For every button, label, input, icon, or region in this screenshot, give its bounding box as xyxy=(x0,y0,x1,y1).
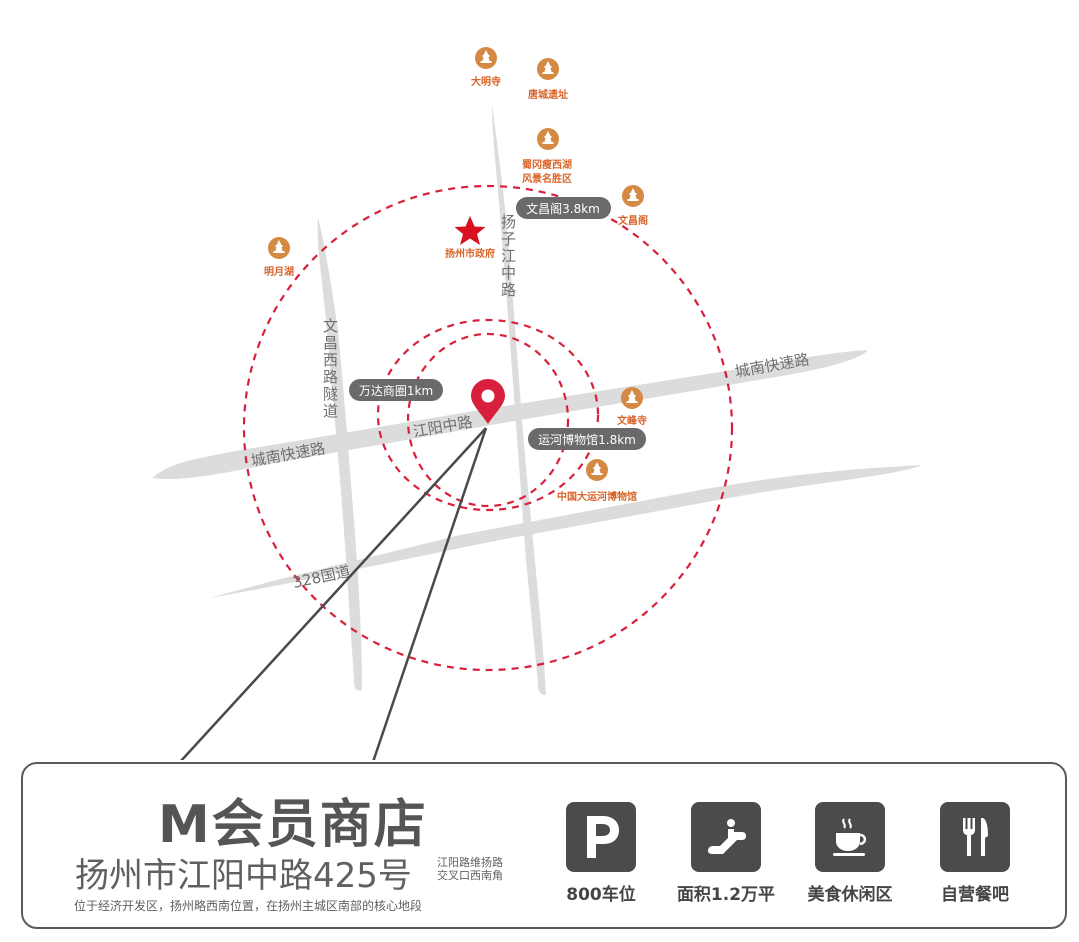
feature-label: 800车位 xyxy=(566,885,636,905)
distance-rings xyxy=(242,184,734,672)
callout-lines xyxy=(180,427,488,760)
poi-label: 明月湖 xyxy=(264,265,294,278)
poi-wenfengsi: 文峰寺 xyxy=(617,387,647,427)
pagoda-icon xyxy=(586,459,608,481)
road-network xyxy=(152,105,922,696)
callout-line-right xyxy=(372,427,488,760)
feature-label: 自营餐吧 xyxy=(941,885,1009,905)
poi-label: 大明寺 xyxy=(471,75,501,88)
road-chengnan-expressway xyxy=(152,350,868,480)
road-328-national xyxy=(210,465,922,598)
pagoda-icon xyxy=(537,128,559,150)
address-note: 江阳路维扬路 交叉口西南角 xyxy=(437,856,503,882)
road-label-jiangyang: 江阳中路 xyxy=(412,413,474,441)
ring-middle xyxy=(376,318,600,512)
utensils-icon xyxy=(940,802,1010,872)
coffee-icon xyxy=(815,802,885,872)
store-location-pin xyxy=(471,379,505,424)
ring-outer xyxy=(242,184,734,672)
pill-label: 文昌阁3.8km xyxy=(526,201,600,216)
address-note-line1: 江阳路维扬路 xyxy=(437,856,503,869)
pagoda-icon xyxy=(622,185,644,207)
feature-parking: 800车位 xyxy=(541,802,661,905)
poi-tangcheng-ruins: 唐城遗址 xyxy=(528,58,568,101)
road-label-328: 328国道 xyxy=(291,562,352,592)
poi-grand-canal-museum: 中国大运河博物馆 xyxy=(557,459,637,503)
feature-dining-leisure: 美食休闲区 xyxy=(790,802,910,905)
poi-label: 文昌阁 xyxy=(618,214,648,227)
feature-restaurant: 自营餐吧 xyxy=(915,802,1035,905)
ring-inner xyxy=(406,332,570,508)
pagoda-icon xyxy=(268,237,290,259)
government-marker: 扬州市政府 xyxy=(445,216,495,260)
poi-label: 唐城遗址 xyxy=(528,88,568,101)
poi-damingsi: 大明寺 xyxy=(471,47,501,88)
parking-icon xyxy=(566,802,636,872)
distance-pill-wenchangge: 文昌阁3.8km xyxy=(516,197,611,219)
feature-label: 面积1.2万平 xyxy=(676,885,776,905)
poi-label-line2: 风景名胜区 xyxy=(522,172,572,185)
feature-label: 美食休闲区 xyxy=(807,885,893,905)
callout-line-left xyxy=(180,427,487,760)
store-address: 扬州市江阳中路425号 xyxy=(75,856,412,896)
store-info-card: M会员商店 扬州市江阳中路425号 江阳路维扬路 交叉口西南角 位于经济开发区，… xyxy=(21,762,1067,929)
poi-wenchangge: 文昌阁 xyxy=(618,185,648,227)
address-note-line2: 交叉口西南角 xyxy=(437,869,503,882)
escalator-icon xyxy=(691,802,761,872)
feature-area: 面积1.2万平 xyxy=(666,802,786,905)
store-name: M会员商店 xyxy=(158,795,428,855)
area-map: 城南快速路 城南快速路 江阳中路 328国道 文昌西路隧道 扬子江中路 大明寺 … xyxy=(152,47,922,760)
distance-pill-wanda: 万达商圈1km xyxy=(349,379,443,401)
road-label-yangzijiang: 扬子江中路 xyxy=(499,214,517,299)
pill-label: 运河博物馆1.8km xyxy=(538,432,636,447)
government-label: 扬州市政府 xyxy=(445,247,495,260)
road-label-wenchang-west: 文昌西路隧道 xyxy=(321,318,339,420)
pill-label: 万达商圈1km xyxy=(359,383,433,398)
star-icon xyxy=(454,216,486,245)
road-yangzijiang-middle xyxy=(492,105,546,696)
pagoda-icon xyxy=(621,387,643,409)
poi-label: 蜀冈瘦西湖 xyxy=(522,158,572,171)
distance-pill-canal-museum: 运河博物馆1.8km xyxy=(528,428,646,450)
poi-mingyue-lake: 明月湖 xyxy=(264,237,294,278)
pagoda-icon xyxy=(537,58,559,80)
location-description: 位于经济开发区，扬州略西南位置，在扬州主城区南部的核心地段 xyxy=(74,899,423,913)
road-wenchang-west xyxy=(317,218,362,691)
pagoda-icon xyxy=(475,47,497,69)
poi-label: 中国大运河博物馆 xyxy=(557,490,637,503)
poi-label: 文峰寺 xyxy=(617,414,647,427)
poi-slender-west-lake: 蜀冈瘦西湖 风景名胜区 xyxy=(522,128,572,185)
